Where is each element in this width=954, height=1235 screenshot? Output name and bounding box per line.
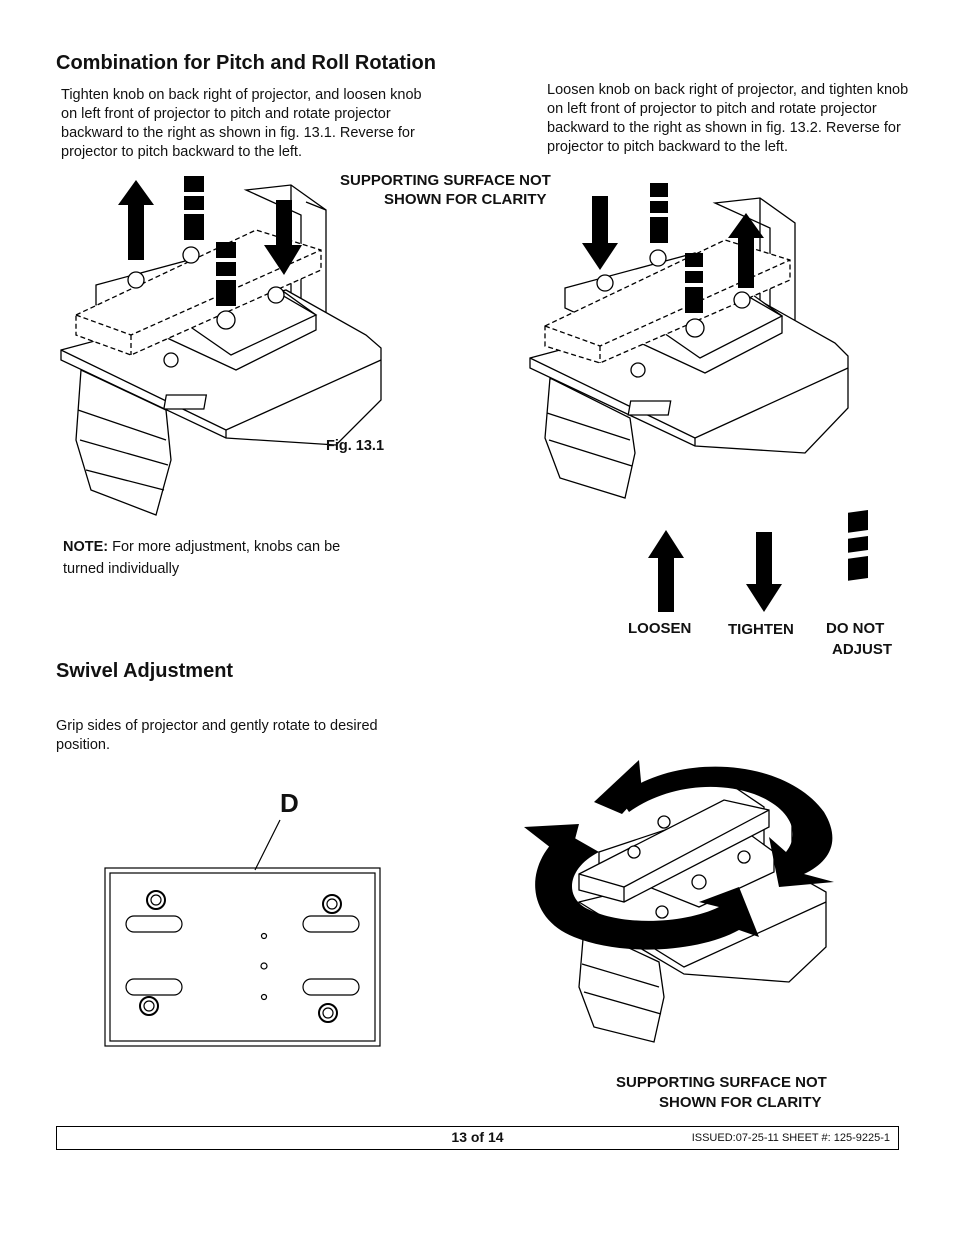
swivel-instruction: Grip sides of projector and gently rotat…: [56, 718, 378, 753]
supporting-surface-note-top-1: SUPPORTING SURFACE NOT: [340, 172, 551, 189]
legend-tighten: TIGHTEN: [728, 621, 794, 638]
do-not-adjust-icon: [848, 509, 868, 581]
note-label: NOTE:: [63, 539, 109, 555]
note-text: For more adjustment, knobs can be turned…: [63, 539, 341, 577]
supporting-surface-note-bottom-1: SUPPORTING SURFACE NOT: [616, 1074, 827, 1091]
fig-13-2-illustration: [529, 183, 849, 499]
page-footer: 13 of 14 ISSUED:07-25-11 SHEET #: 125-92…: [56, 1126, 899, 1150]
legend-adjust: ADJUST: [832, 641, 893, 658]
fig-label: Fig. 13.1: [326, 438, 385, 454]
fig-13-1-illustration: [60, 176, 382, 516]
swivel-illustration: [524, 760, 834, 1043]
legend-loosen: LOOSEN: [628, 620, 692, 637]
instruction-left: Tighten knob on back right of projector,…: [61, 87, 422, 160]
page-number: 13 of 14: [451, 1129, 504, 1145]
loosen-arrow-icon: [648, 530, 684, 612]
callout-leader-line: [254, 819, 281, 871]
legend-icons: [648, 509, 868, 612]
supporting-surface-note-bottom-2: SHOWN FOR CLARITY: [659, 1094, 822, 1111]
adjustment-note: NOTE: For more adjustment, knobs can be …: [63, 536, 373, 580]
tighten-arrow-icon: [746, 532, 782, 612]
issued-sheet-info: ISSUED:07-25-11 SHEET #: 125-9225-1: [691, 1132, 890, 1144]
section-title-pitch-roll: Combination for Pitch and Roll Rotation: [56, 52, 436, 74]
legend-do-not: DO NOT: [826, 620, 885, 637]
callout-d: D: [280, 788, 299, 818]
section-title-swivel: Swivel Adjustment: [56, 660, 234, 682]
mounting-plate-diagram: [104, 819, 381, 1047]
instruction-right: Loosen knob on back right of projector, …: [547, 82, 909, 155]
supporting-surface-note-top-2: SHOWN FOR CLARITY: [384, 191, 547, 208]
